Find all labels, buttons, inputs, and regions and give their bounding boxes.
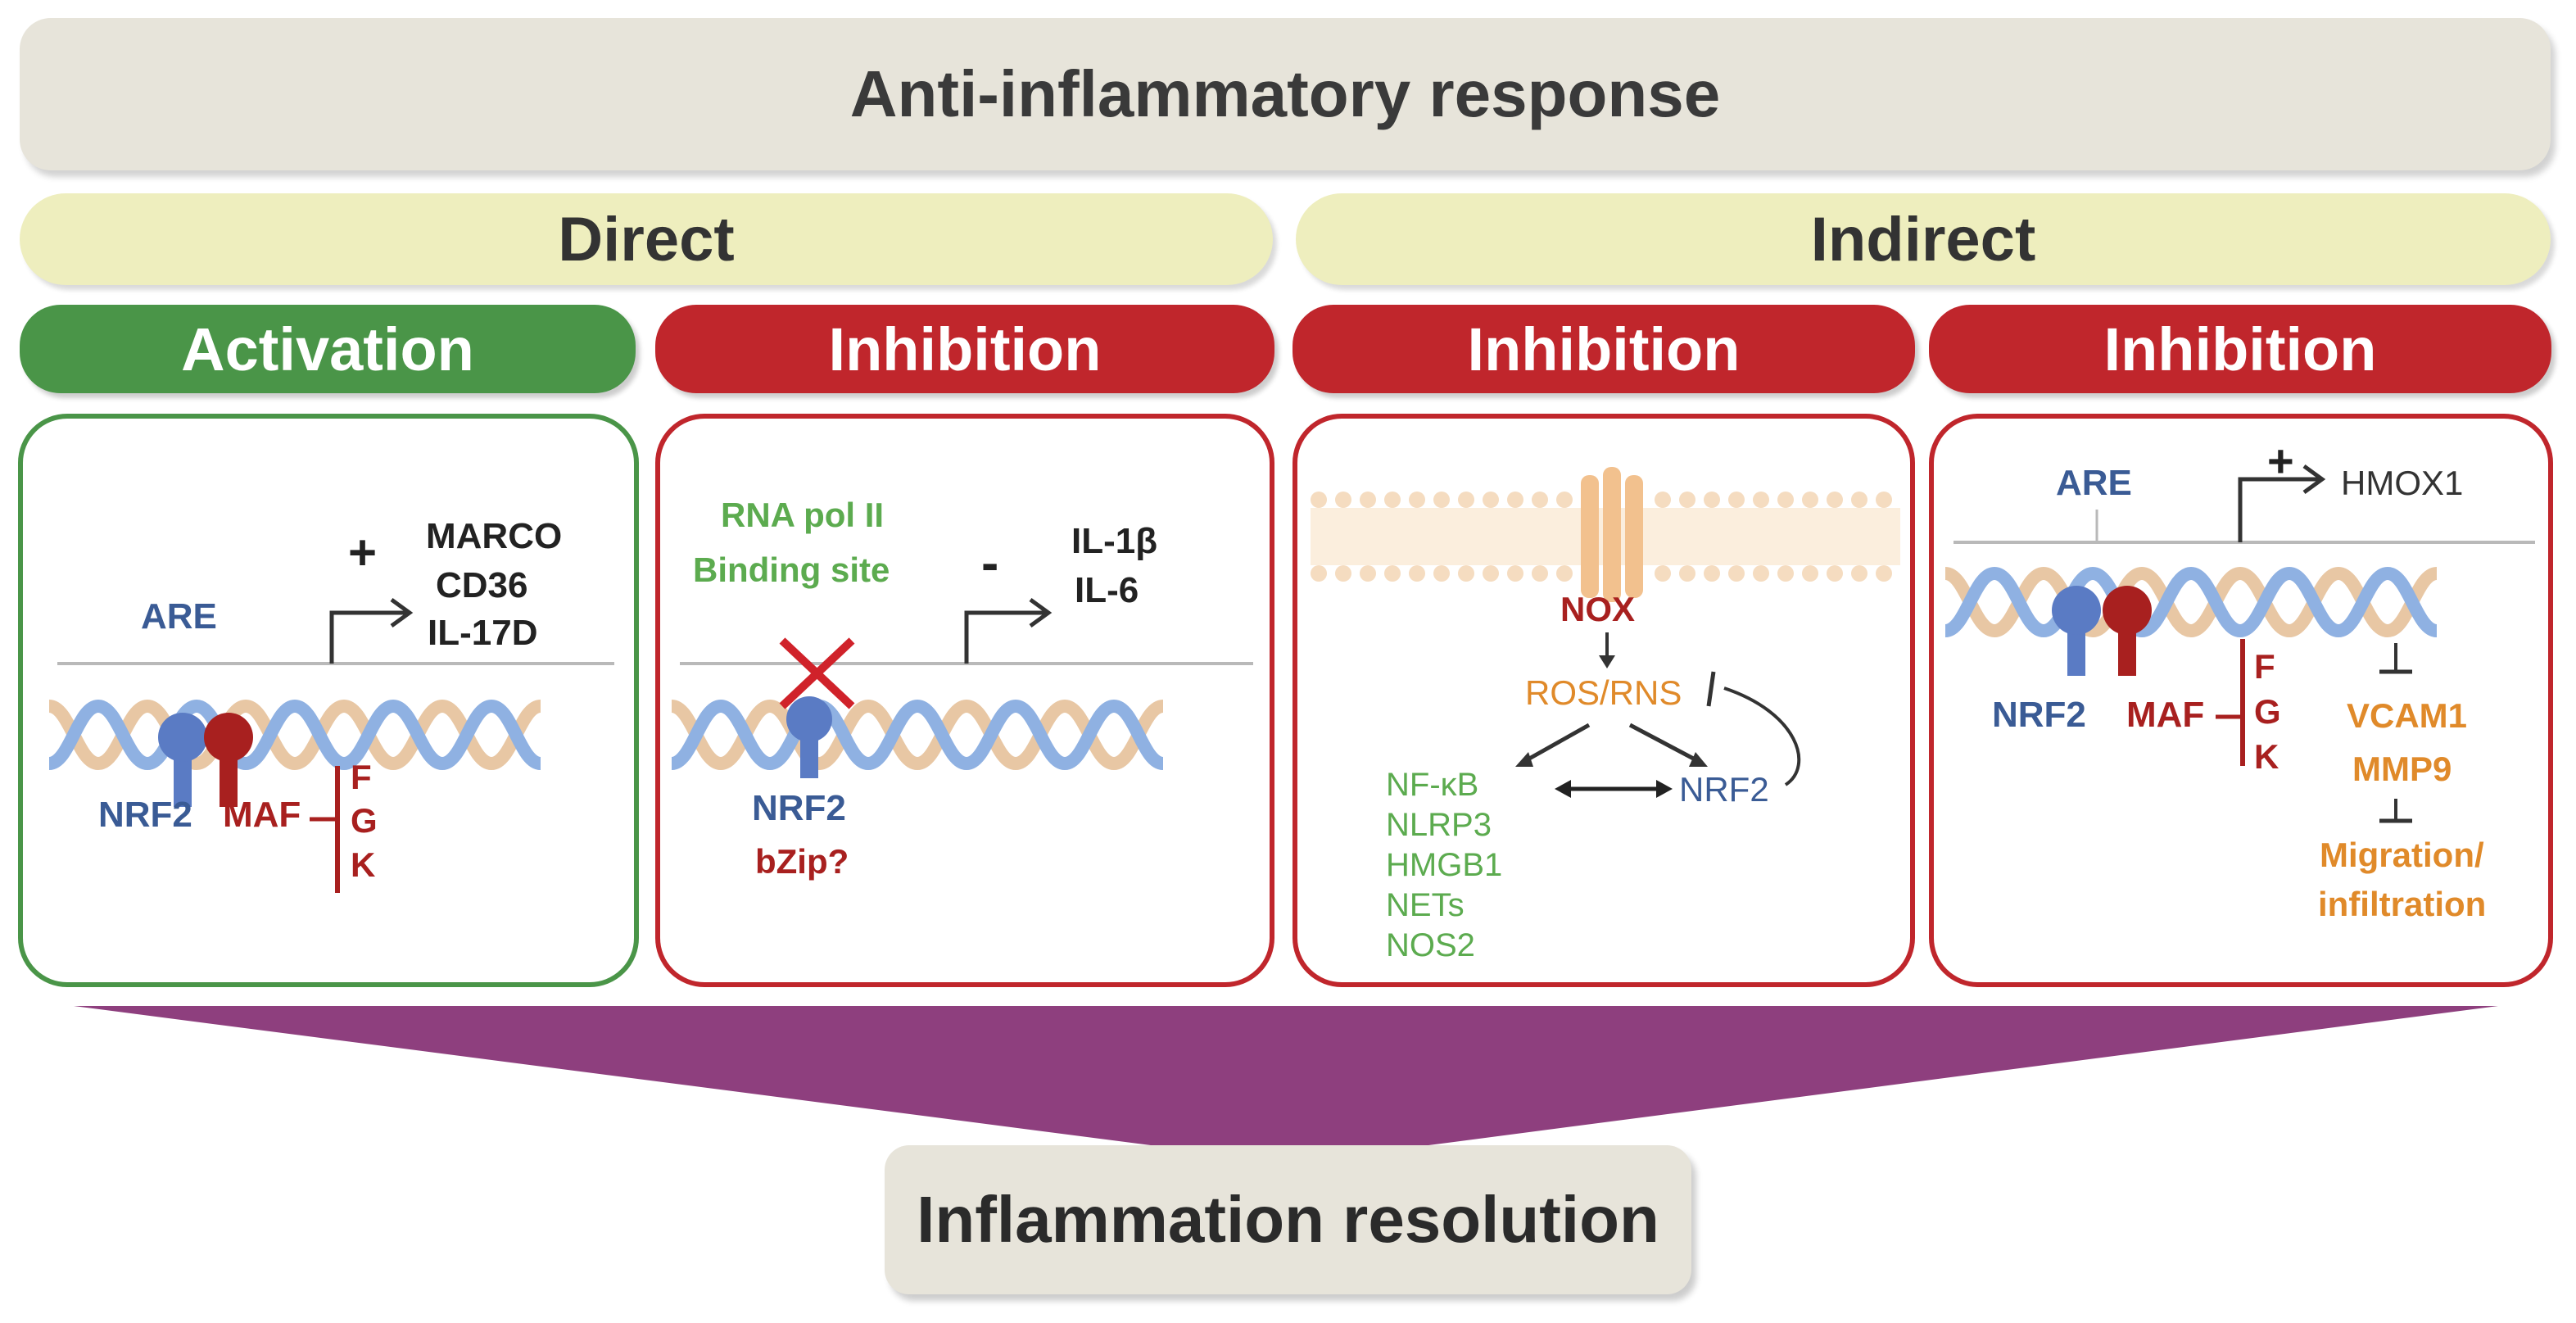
maf-type-k-1: K — [351, 845, 376, 884]
inhibition-banner-2: Inhibition — [1293, 305, 1915, 393]
target-vcam1: VCAM1 — [2347, 696, 2468, 735]
nox-label: NOX — [1560, 590, 1636, 628]
dna-helix-1 — [49, 706, 541, 763]
panel-direct-inhibition — [655, 414, 1274, 987]
rna-pol-label: RNA pol II — [721, 496, 885, 534]
nrf2-label-3: NRF2 — [1679, 770, 1769, 809]
nrf2-marker-2 — [786, 696, 832, 778]
nrf2-label-2: NRF2 — [752, 788, 846, 828]
bzip-label: bZip? — [755, 842, 849, 881]
inhibition-banner-1: Inhibition — [655, 305, 1274, 393]
maf-marker-1 — [204, 713, 253, 807]
gene-hmox1: HMOX1 — [2341, 464, 2464, 502]
gene-il-17d: IL-17D — [428, 613, 538, 653]
indirect-banner: Indirect — [1296, 193, 2551, 285]
nrf2-marker-1 — [158, 713, 207, 807]
activation-banner: Activation — [20, 305, 636, 393]
outcome-infiltration: infiltration — [2318, 885, 2487, 923]
transcription-arrow-1 — [329, 610, 410, 664]
anti-inflammatory-response-banner: Anti-inflammatory response — [20, 18, 2551, 170]
transcription-arrow-2 — [964, 610, 1048, 664]
nrf2-label-1: NRF2 — [98, 795, 192, 835]
activation-plus-sign-4: + — [2267, 435, 2294, 487]
gene-il-6: IL-6 — [1075, 570, 1139, 610]
transcription-arrow-4 — [2238, 477, 2322, 542]
ros-rns-label: ROS/RNS — [1525, 673, 1682, 712]
are-label-1: ARE — [141, 596, 217, 637]
maf-label-4: MAF — [2126, 695, 2205, 735]
activation-plus-sign: + — [348, 525, 378, 580]
inhibition-banner-3: Inhibition — [1929, 305, 2551, 393]
dna-helix-2 — [672, 706, 1163, 763]
inflammation-resolution-banner: Inflammation resolution — [885, 1145, 1691, 1294]
gene-cd36: CD36 — [436, 565, 528, 605]
nrf2-marker-4 — [2052, 586, 2101, 676]
maf-type-f-4: F — [2254, 647, 2275, 686]
maf-type-k-4: K — [2254, 737, 2279, 776]
inhibition-minus-sign: - — [981, 533, 999, 592]
outcome-migration: Migration/ — [2320, 836, 2484, 874]
target-nos2: NOS2 — [1386, 927, 1475, 963]
are-label-4: ARE — [2056, 463, 2132, 503]
nox-channel — [1581, 467, 1643, 602]
nrf2-label-4: NRF2 — [1992, 695, 2086, 735]
target-hmgb1: HMGB1 — [1386, 847, 1503, 883]
maf-type-f-1: F — [351, 758, 372, 796]
maf-label-1: MAF — [223, 795, 301, 835]
maf-marker-4 — [2103, 586, 2152, 676]
target-nlrp3: NLRP3 — [1386, 807, 1492, 843]
dna-helix-4 — [1945, 573, 2437, 631]
maf-type-g-1: G — [351, 801, 378, 840]
maf-type-g-4: G — [2254, 692, 2281, 731]
gene-marco: MARCO — [426, 516, 563, 556]
target-nets: NETs — [1386, 887, 1465, 923]
direct-banner: Direct — [20, 193, 1273, 285]
gene-il-1b: IL-1β — [1071, 521, 1158, 561]
blocked-cross — [779, 637, 855, 709]
target-mmp9: MMP9 — [2352, 750, 2452, 788]
feedback-arrow — [1723, 686, 1801, 786]
binding-site-label: Binding site — [693, 550, 890, 589]
target-nf-kb: NF-κB — [1386, 767, 1479, 803]
